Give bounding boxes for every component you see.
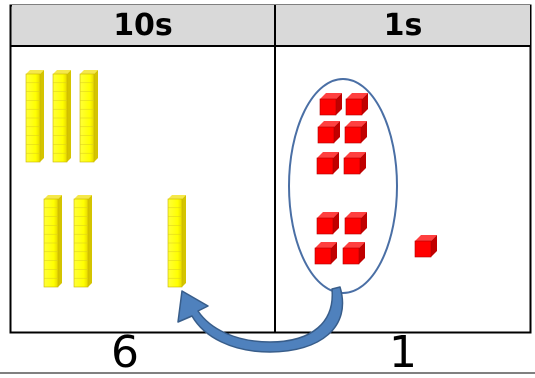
ones-cube xyxy=(316,211,340,235)
tens-rod xyxy=(43,194,63,288)
ones-cube xyxy=(342,241,366,265)
ones-cube xyxy=(344,120,368,144)
tens-rod xyxy=(73,194,93,288)
ones-cube xyxy=(344,211,368,235)
ones-cube xyxy=(317,120,341,144)
curved-arrow-icon xyxy=(177,286,344,353)
tens-rod xyxy=(25,69,45,163)
tens-rod xyxy=(52,69,72,163)
ones-cube xyxy=(343,151,367,175)
loose-ones-cube xyxy=(414,234,438,258)
header-ones: 1s xyxy=(276,5,530,45)
ones-cube xyxy=(319,92,343,116)
ones-cube xyxy=(316,151,340,175)
tens-digit: 6 xyxy=(111,327,139,378)
ones-cube xyxy=(314,241,338,265)
ones-cube xyxy=(345,92,369,116)
tens-rod xyxy=(79,69,99,163)
tens-rod-regrouped xyxy=(167,194,187,288)
header-tens: 10s xyxy=(12,5,274,45)
ones-digit: 1 xyxy=(389,327,417,378)
group-of-ten-ellipse xyxy=(288,78,398,294)
